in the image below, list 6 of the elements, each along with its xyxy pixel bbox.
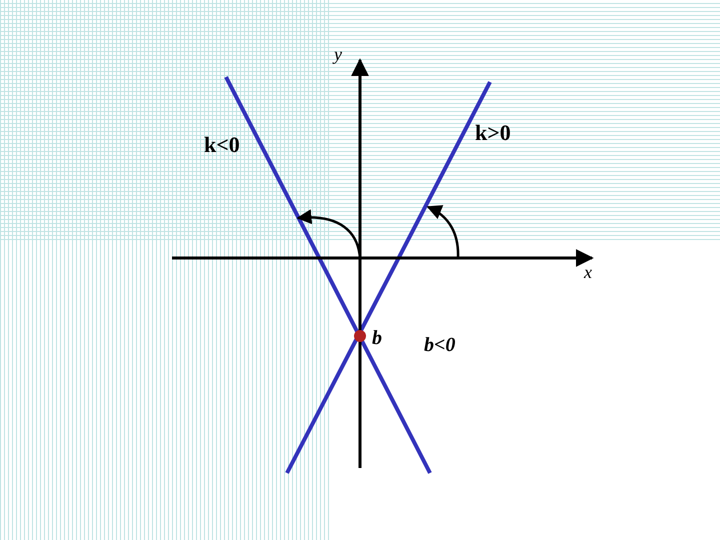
slope-label: k>0	[475, 122, 511, 144]
axis-label: y	[334, 45, 342, 63]
intercept-label: b<0	[424, 335, 456, 355]
slope-label: k<0	[204, 134, 240, 156]
axis-label: x	[584, 263, 592, 281]
intercept-label: b	[372, 328, 382, 348]
